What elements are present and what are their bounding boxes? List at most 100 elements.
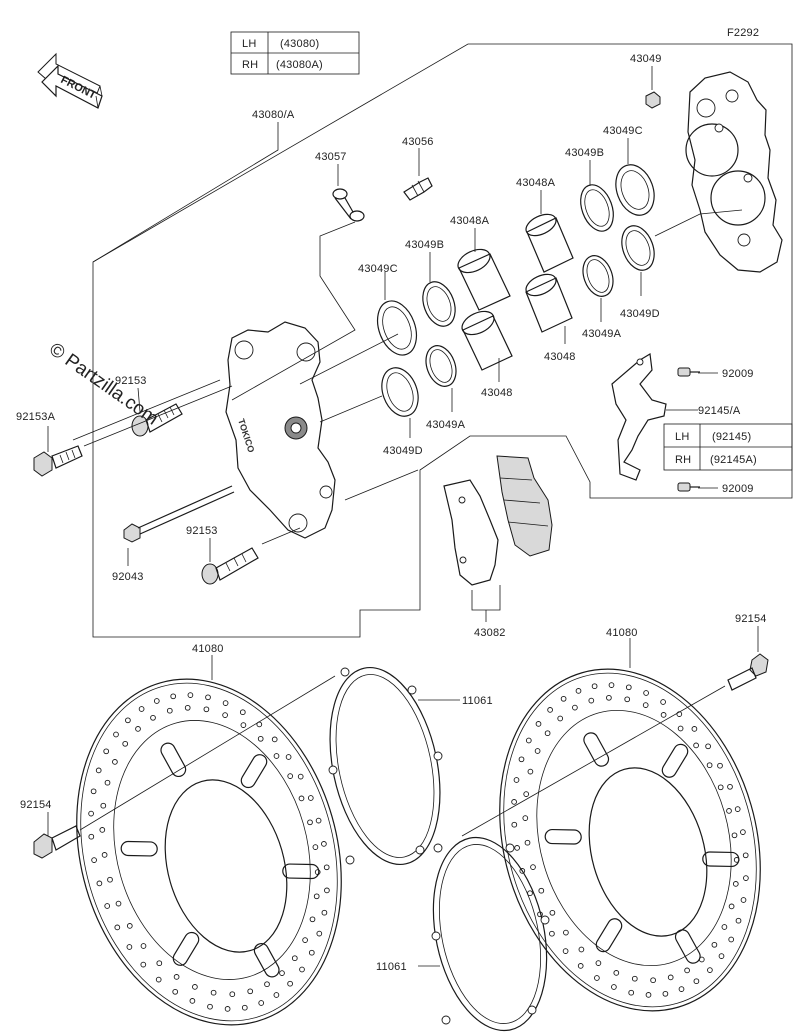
disc-drill-hole [138,706,145,712]
disc-drill-hole [717,762,723,769]
disc-drill-hole [662,990,669,997]
label-seal-d-left: 43049D [383,445,423,457]
disc-drill-hole [273,753,280,759]
disc-drill-hole [104,779,111,786]
disc-drill-hole [560,695,567,702]
disc-drill-hole [285,754,292,760]
disc-drill-hole [575,688,582,694]
disc-carrier-slot [240,754,268,789]
disc-drill-hole [308,949,315,956]
label-bolt-92153-low: 92153 [186,525,218,537]
disc-drill-hole [205,694,211,701]
disc-drill-hole [210,989,217,996]
disc-drill-hole [721,924,728,930]
bleeder-valve [403,177,433,201]
disc-drill-hole [104,903,111,909]
brake-disc-right [499,668,761,1012]
disc-drill-hole [628,989,635,996]
screw-92009-bottom [677,482,700,492]
disc-drill-hole [140,961,147,968]
disc-drill-hole [298,795,305,802]
disc-drill-hole [549,909,556,916]
label-piston-a-left: 43048A [450,215,490,227]
disc-drill-hole [88,833,95,840]
leader-lines [47,66,759,967]
label-piston-left: 43048 [481,387,513,399]
disc-carrier-slot [253,942,280,978]
label-spacer-bottom: 11061 [376,961,407,973]
disc-carrier-slot [583,732,610,767]
disc-bolt-92154-right [727,653,769,691]
disc-drill-hole [562,948,569,954]
disc-drill-hole [307,819,313,826]
disc-drill-hole [731,832,738,839]
disc-drill-hole [173,974,180,980]
seal-43049A-left [425,345,457,387]
disc-drill-hole [321,841,327,847]
disc-drill-hole [264,981,270,988]
label-seal-b-right: 43049B [565,147,604,159]
disc-drill-hole [594,975,600,981]
disc-drill-hole [101,852,108,858]
bolt-92153A [33,445,83,477]
disc-drill-hole [538,887,545,894]
disc-drill-hole [170,693,177,700]
label-disc-left: 41080 [192,643,224,655]
piston-43048-left [461,310,513,371]
disc-drill-hole [122,740,129,747]
disc-carrier-slot [282,863,320,880]
disc-drill-hole [611,984,617,990]
disc-drill-hole [96,880,103,887]
disc-drill-hole [126,944,133,950]
disc-drill-hole [740,897,747,903]
label-piston-a-right: 43048A [516,177,556,189]
seal-43049C-right [615,164,655,216]
label-piston-right: 43048 [544,351,576,363]
disc-drill-hole [135,726,141,732]
caliper-table-rh-part: (43080A) [276,59,323,71]
pin-43049 [645,91,661,109]
disc-drill-hole [563,929,569,936]
disc-drill-hole [99,827,106,833]
disc-drill-hole [660,699,666,705]
disc-drill-hole [727,783,733,790]
label-bolt-92153a: 92153A [16,411,56,423]
bolt-92153-mid [131,403,183,437]
disc-drill-hole [297,773,304,780]
disc-drill-hole [126,923,133,929]
disc-drill-hole [224,1006,231,1012]
disc-drill-hole [735,917,742,924]
disc-drill-hole [693,742,699,749]
disc-drill-hole [95,767,102,774]
disc-drill-hole [302,937,308,943]
disc-drill-hole [511,821,518,828]
disc-drill-hole [740,829,746,835]
disc-drill-hole [240,722,247,728]
disc-drill-hole [258,1000,265,1006]
disc-carrier-slot [661,743,689,778]
disc-drill-hole [522,815,529,821]
disc-drill-hole [684,967,690,974]
disc-drill-hole [114,924,121,931]
disc-drill-hole [578,946,585,953]
caliper-side-table: LH (43080) RH (43080A) [230,31,360,75]
disc-drill-hole [257,735,264,742]
disc-drill-hole [241,1004,248,1011]
disc-drill-hole [577,963,584,969]
disc-drill-hole [631,975,638,982]
disc-drill-hole [287,773,294,779]
disc-drill-hole [642,702,649,708]
label-pin-43049: 43049 [630,53,662,65]
disc-drill-hole [608,682,615,688]
disc-drill-hole [572,704,578,711]
caliper-assy-frame [92,43,793,638]
label-bleeder-cap: 43057 [315,151,347,163]
piston-43048A-right [525,213,574,273]
label-plug-92043: 92043 [112,571,144,583]
disc-drill-hole [732,881,739,887]
disc-drill-hole [312,844,319,850]
label-bracket: 92145/A [698,405,741,417]
disc-drill-hole [525,737,532,744]
screw-92009-top [677,367,700,377]
disc-drill-hole [172,988,179,995]
